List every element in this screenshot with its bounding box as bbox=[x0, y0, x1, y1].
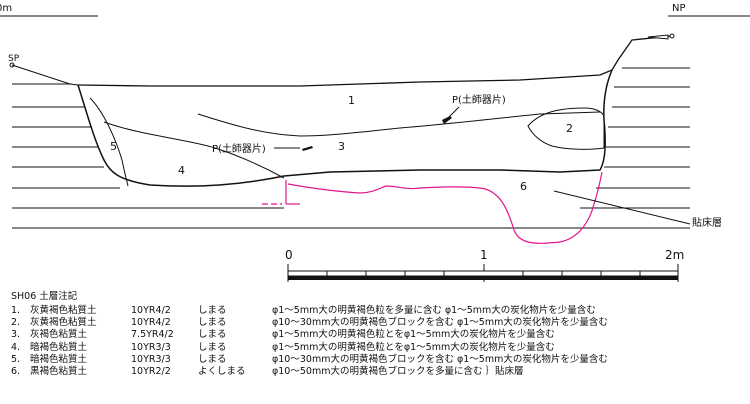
layer-label-3: 3 bbox=[338, 140, 345, 153]
datum-label-right: NP bbox=[672, 3, 686, 14]
firmness: よくしまる bbox=[198, 365, 246, 377]
soil-name: 暗褐色粘質土 bbox=[30, 353, 88, 365]
pit-floor bbox=[77, 69, 613, 187]
datum-label-left: 0m bbox=[0, 3, 12, 14]
layer-6-outline bbox=[287, 171, 603, 244]
section-drawing: 0m NP SP bbox=[0, 3, 750, 282]
soil-name: 灰黄褐色粘質土 bbox=[30, 305, 97, 316]
np-point bbox=[669, 33, 675, 39]
scale-bar bbox=[287, 264, 679, 282]
legend-row: 5. 暗褐色粘質土 10YR3/3 しまる φ10～30mm大の明黄褐色ブロック… bbox=[11, 354, 741, 366]
munsell-color: 10YR3/3 bbox=[131, 353, 171, 365]
inclusions: φ10～30mm大の明黄褐色ブロックを含む φ1～5mm大の炭化物片を少量含む bbox=[272, 317, 608, 329]
legend-title: SH06 土層注記 bbox=[11, 291, 78, 302]
inclusions: φ1～5mm大の明黄褐色粒とをφ1～5mm大の炭化物片を少量含む bbox=[272, 341, 555, 353]
soil-legend: SH06 土層注記 1. 灰黄褐色粘質土 10YR4/2 しまる φ1～5mm大… bbox=[11, 291, 741, 378]
inclusions: φ1～5mm大の明黄褐色粒を多量に含む φ1～5mm大の炭化物片を少量含む bbox=[272, 305, 596, 316]
legend-row: 6. 黒褐色粘質土 10YR2/2 よくしまる φ10～50mm大の明黄褐色ブロ… bbox=[11, 366, 741, 378]
pottery-sherd-lower bbox=[302, 146, 313, 151]
reference-lines-left bbox=[12, 83, 284, 209]
soil-name: 暗褐色粘質土 bbox=[30, 341, 88, 353]
legend-row: 2. 灰黄褐色粘質土 10YR4/2 しまる φ10～30mm大の明黄褐色ブロッ… bbox=[11, 317, 741, 329]
inclusions: φ10～50mm大の明黄褐色ブロックを多量に含む ｝貼床層 bbox=[272, 365, 524, 377]
inclusions: φ10～30mm大の明黄褐色ブロックを含む φ1～5mm大の炭化物片を少量含む bbox=[272, 353, 608, 365]
layer-number: 5. bbox=[11, 353, 21, 365]
soil-name: 灰黄褐色粘質土 bbox=[30, 317, 97, 329]
layer-number: 1. bbox=[11, 305, 21, 316]
legend-row: 1. 灰黄褐色粘質土 10YR4/2 しまる φ1～5mm大の明黄褐色粒を多量に… bbox=[11, 305, 741, 317]
firmness: しまる bbox=[198, 305, 227, 316]
ground-surface-left bbox=[11, 64, 79, 86]
layer-3-boundary bbox=[197, 111, 601, 137]
munsell-color: 7.5YR4/2 bbox=[131, 329, 174, 341]
layer-number: 2. bbox=[11, 317, 21, 329]
layer-number: 3. bbox=[11, 329, 21, 341]
firmness: しまる bbox=[198, 341, 227, 353]
inclusions: φ1～5mm大の明黄褐色粒とをφ1～5mm大の炭化物片を少量含む bbox=[272, 329, 555, 341]
floor-leader-line bbox=[553, 190, 691, 225]
firmness: しまる bbox=[198, 317, 227, 329]
pit-outline-top bbox=[77, 35, 673, 87]
layer-label-4: 4 bbox=[178, 164, 185, 177]
pottery-label-lower: P(土師器片) bbox=[212, 142, 266, 155]
pottery-label-upper: P(土師器片) bbox=[452, 93, 506, 106]
legend-row: 4. 暗褐色粘質土 10YR3/3 しまる φ1～5mm大の明黄褐色粒とをφ1～… bbox=[11, 342, 741, 354]
reference-lines-right bbox=[12, 67, 690, 229]
munsell-color: 10YR4/2 bbox=[131, 305, 171, 316]
munsell-color: 10YR3/3 bbox=[131, 341, 171, 353]
munsell-color: 10YR4/2 bbox=[131, 317, 171, 329]
legend-row: 3. 灰褐色粘質土 7.5YR4/2 しまる φ1～5mm大の明黄褐色粒とをφ1… bbox=[11, 329, 741, 341]
scale-label-1: 1 bbox=[480, 248, 488, 262]
firmness: しまる bbox=[198, 353, 227, 365]
pottery-sherd-upper bbox=[442, 116, 452, 124]
floor-layer-label: 貼床層 bbox=[692, 216, 722, 229]
layer-number: 6. bbox=[11, 365, 21, 377]
layer-label-2: 2 bbox=[566, 122, 573, 135]
firmness: しまる bbox=[198, 329, 227, 341]
sp-label: SP bbox=[8, 54, 20, 64]
np-marker bbox=[647, 34, 669, 40]
layer-number: 4. bbox=[11, 341, 21, 353]
soil-name: 灰褐色粘質土 bbox=[30, 329, 88, 341]
layer-5-boundary bbox=[89, 97, 129, 187]
scale-label-0: 0 bbox=[285, 248, 293, 262]
pottery-pointer-upper bbox=[445, 106, 460, 121]
layer-2-lens bbox=[527, 107, 605, 150]
scale-label-2m: 2m bbox=[665, 248, 684, 262]
layer-4-boundary bbox=[103, 121, 285, 179]
soil-name: 黒褐色粘質土 bbox=[30, 365, 88, 377]
layer-label-6: 6 bbox=[520, 180, 527, 193]
layer-label-5: 5 bbox=[110, 140, 117, 153]
munsell-color: 10YR2/2 bbox=[131, 365, 171, 377]
layer-label-1: 1 bbox=[348, 94, 355, 107]
